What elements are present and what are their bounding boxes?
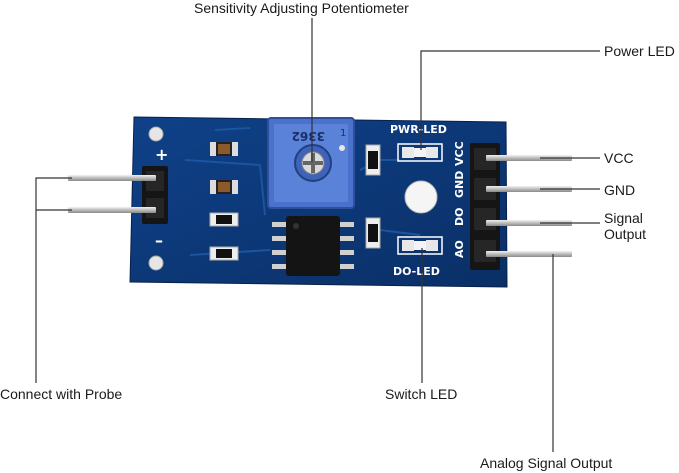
silk-do-led: DO-LED — [393, 265, 440, 278]
pin-vcc — [486, 155, 572, 161]
pin-ao — [486, 251, 572, 257]
switch-led — [397, 236, 443, 255]
silk-plus: + — [155, 145, 168, 164]
pin-gnd — [486, 186, 572, 192]
capacitor-1 — [210, 142, 238, 156]
power-led — [397, 143, 443, 162]
pot-value: 1 — [340, 128, 346, 139]
label-power-led: Power LED — [604, 43, 675, 59]
silk-pwr-led: PWR-LED — [390, 123, 447, 136]
label-switch-led: Switch LED — [385, 386, 458, 402]
leader-probe-top — [35, 177, 72, 383]
output-header — [470, 143, 500, 270]
label-probe: Connect with Probe — [0, 386, 123, 402]
probe-pin-bottom — [68, 207, 156, 213]
label-gnd: GND — [604, 182, 636, 198]
probe-pin-top — [68, 175, 156, 181]
label-vcc: VCC — [604, 150, 634, 166]
silk-minus: – — [155, 231, 163, 250]
capacitor-2 — [210, 180, 238, 194]
comparator-ic — [272, 216, 354, 276]
probe-header — [142, 166, 168, 224]
mounting-hole-center — [404, 180, 438, 214]
resistor-3 — [365, 144, 381, 176]
resistor-4 — [365, 217, 381, 249]
pin-do — [486, 220, 572, 226]
label-signal-output-line2: Output — [604, 226, 647, 242]
resistor-1 — [209, 212, 239, 227]
label-potentiometer: Sensitivity Adjusting Potentiometer — [194, 0, 409, 16]
mounting-hole-bottom — [148, 255, 164, 271]
leader-power-led — [420, 50, 600, 150]
pot-marking: 3362 — [292, 129, 325, 143]
silk-do: DO — [453, 208, 466, 226]
label-analog-output: Analog Signal Output — [480, 455, 613, 471]
potentiometer: 3362 1 — [267, 117, 355, 209]
silk-ao: AO — [453, 240, 466, 258]
mounting-hole-top — [148, 126, 164, 142]
leader-lines — [35, 18, 600, 452]
silk-gnd: GND — [453, 171, 466, 198]
resistor-2 — [209, 246, 239, 261]
label-signal-output-line1: Signal — [604, 210, 643, 226]
silk-vcc: VCC — [453, 141, 466, 166]
